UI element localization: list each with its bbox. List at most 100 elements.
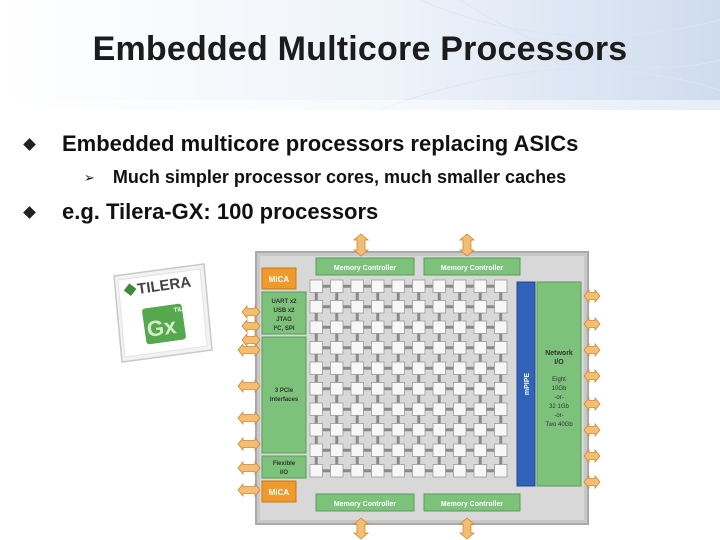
bullet-1: Embedded multicore processors replacing …	[23, 131, 578, 157]
processor-tile	[371, 423, 385, 437]
mesh-link	[396, 313, 400, 321]
network-option: 32 1Gb	[549, 404, 569, 410]
processor-tile	[350, 443, 364, 457]
processor-tile	[432, 402, 446, 416]
mpipe-label: mPIPE	[524, 373, 531, 396]
mesh-link	[343, 387, 351, 391]
mesh-link	[437, 395, 441, 403]
mesh-link	[404, 428, 413, 432]
mesh-link	[499, 313, 503, 321]
flexible-io-label: Flexible	[273, 461, 296, 467]
processor-tile	[473, 361, 487, 375]
mesh-link	[363, 387, 372, 391]
processor-tile	[309, 300, 323, 314]
processor-tile	[453, 341, 467, 355]
mesh-link	[417, 354, 421, 362]
mesh-link	[499, 292, 503, 301]
mesh-link	[445, 407, 454, 411]
mesh-link	[376, 333, 380, 342]
mesh-link	[335, 292, 339, 301]
tile-grid	[309, 279, 508, 478]
mesh-link	[376, 354, 380, 362]
bullet-diamond-icon	[23, 205, 36, 219]
processor-tile	[330, 423, 344, 437]
mesh-link	[343, 448, 351, 452]
mesh-link	[437, 333, 441, 342]
mesh-link	[343, 366, 351, 370]
mesh-link	[384, 325, 392, 329]
processor-tile	[391, 464, 405, 478]
mesh-link	[343, 325, 351, 329]
mesh-link	[499, 456, 503, 465]
mesh-link	[417, 292, 421, 301]
mesh-link	[417, 456, 421, 465]
mesh-link	[425, 325, 433, 329]
processor-tile	[453, 361, 467, 375]
processor-tile	[432, 382, 446, 396]
mesh-link	[486, 448, 495, 452]
mesh-link	[355, 415, 359, 424]
mesh-link	[466, 387, 474, 391]
mesh-link	[322, 366, 331, 370]
mesh-link	[458, 415, 462, 424]
mesh-link	[384, 284, 392, 288]
chip-badge-line1: TILE	[173, 306, 187, 314]
mesh-link	[466, 428, 474, 432]
processor-tile	[371, 320, 385, 334]
mesh-link	[355, 395, 359, 403]
mesh-link	[384, 305, 392, 309]
processor-tile	[309, 443, 323, 457]
mica-top-label: MiCA	[269, 275, 290, 284]
sub-bullet-text: Much simpler processor cores, much small…	[112, 167, 567, 187]
mesh-link	[445, 448, 454, 452]
mesh-link	[322, 284, 331, 288]
mesh-link	[458, 374, 462, 383]
mesh-link	[396, 395, 400, 403]
mesh-link	[355, 333, 359, 342]
mesh-link	[425, 366, 433, 370]
tilera-chip-image: TILERA TILE Gx	[108, 258, 216, 366]
processor-tile	[371, 464, 385, 478]
processor-tile	[371, 443, 385, 457]
tilera-gx-block-diagram: Memory Controller Memory Controller Memo…	[237, 233, 600, 540]
mesh-link	[335, 456, 339, 465]
processor-tile	[453, 464, 467, 478]
mesh-link	[355, 436, 359, 444]
mesh-link	[437, 415, 441, 424]
mesh-link	[396, 333, 400, 342]
memory-controller-top-left	[315, 257, 415, 276]
processor-tile	[473, 423, 487, 437]
double-arrow-icon	[352, 233, 370, 257]
processor-tile	[309, 320, 323, 334]
mesh-link	[363, 366, 372, 370]
mesh-link	[417, 333, 421, 342]
mesh-link	[322, 387, 331, 391]
mesh-link	[363, 305, 372, 309]
mesh-link	[335, 374, 339, 383]
mesh-link	[486, 366, 495, 370]
memory-controller-bottom-right	[423, 493, 521, 512]
mesh-link	[499, 354, 503, 362]
processor-tile	[391, 423, 405, 437]
processor-tile	[371, 341, 385, 355]
mesh-link	[384, 387, 392, 391]
pcie-label: Interfaces	[270, 397, 299, 403]
processor-tile	[412, 320, 426, 334]
double-arrow-icon	[241, 304, 261, 320]
network-io-block	[536, 281, 582, 487]
processor-tile	[473, 341, 487, 355]
mesh-link	[437, 374, 441, 383]
pcie-block	[261, 336, 307, 454]
mesh-link	[466, 469, 474, 473]
processor-tile	[309, 402, 323, 416]
network-label: I/O	[554, 359, 564, 366]
mesh-link	[363, 407, 372, 411]
mesh-link	[363, 346, 372, 350]
processor-tile	[432, 443, 446, 457]
mesh-link	[314, 313, 318, 321]
processor-tile	[453, 279, 467, 293]
mesh-link	[466, 346, 474, 350]
mesh-link	[437, 456, 441, 465]
mesh-link	[404, 325, 413, 329]
mesh-link	[458, 313, 462, 321]
